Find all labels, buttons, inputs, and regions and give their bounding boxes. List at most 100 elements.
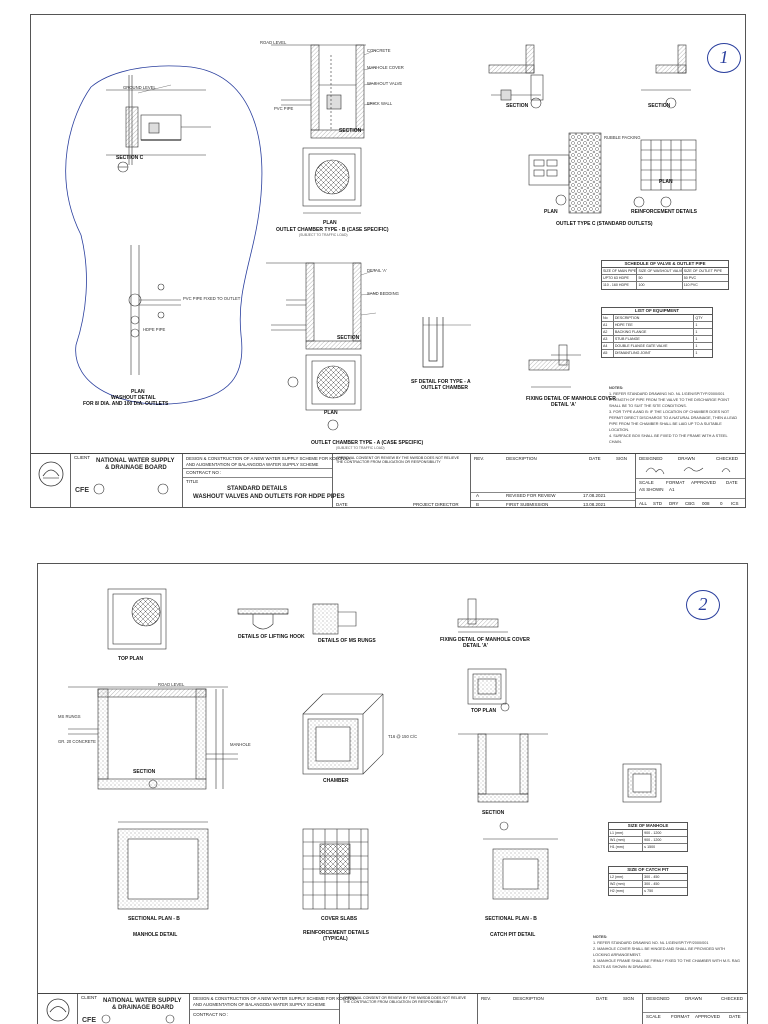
table-row: W2 (mm) 300 - 450 bbox=[609, 881, 687, 888]
table-cell: H2 (mm) bbox=[609, 888, 644, 895]
table-row: A4 DOUBLE FLANGE GATE VALVE 1 bbox=[602, 343, 712, 350]
fixing-detail bbox=[528, 344, 581, 388]
view-subtitle: (SUBJECT TO TRAFFIC LOAD) bbox=[299, 233, 348, 237]
view-title: OUTLET TYPE C (STANDARD OUTLETS) bbox=[556, 221, 653, 227]
notes: NOTES: 1. REFER STANDARD DRAWING NO. NL … bbox=[609, 385, 739, 445]
view-title: TOP PLAN bbox=[118, 656, 144, 662]
view-title: PLAN bbox=[131, 389, 145, 395]
callout-label: MS RUNGS bbox=[58, 714, 81, 719]
table-row: L1 (mm) 900 - 1200 bbox=[609, 830, 687, 837]
sheet-1-drawing bbox=[65, 44, 697, 431]
ms-rungs-detail bbox=[312, 603, 357, 635]
sheet-number-badge: 2 bbox=[686, 590, 720, 620]
callout-label: T16 @ 150 C/C bbox=[388, 734, 418, 739]
view-title: COVER SLABS bbox=[321, 916, 358, 922]
drawing-title: STANDARD DETAILS bbox=[227, 486, 288, 492]
callout-label: RUBBLE PACKING bbox=[604, 135, 641, 140]
rev-b: B bbox=[476, 502, 480, 507]
checked-label: CHECKED bbox=[721, 996, 744, 1001]
approval-note: APPROVAL CONSENT OR REVIEW BY THE NWSDB … bbox=[343, 996, 467, 1005]
code-cell: 0 bbox=[720, 501, 723, 506]
scale-label: SCALE bbox=[646, 1014, 661, 1019]
callout-label: BRICK WALL bbox=[367, 101, 393, 106]
table-cell: 300 - 450 bbox=[644, 875, 660, 879]
drawing-title-2: WASHOUT VALVES AND OUTLETS FOR HDPE PIPE… bbox=[193, 494, 345, 500]
view-subtitle: OUTLET CHAMBER bbox=[421, 385, 468, 391]
view-title: SECTION bbox=[133, 769, 156, 775]
table-cell: A5 bbox=[602, 350, 614, 357]
sheet-number-badge: 1 bbox=[707, 43, 741, 73]
table-title: LIST OF EQUIPMENT bbox=[602, 308, 712, 315]
revision-cell: REV. DESCRIPTION DATE SIGN A REVISED FOR… bbox=[471, 454, 636, 507]
client-cell: CLIENT NATIONAL WATER SUPPLY & DRAINAGE … bbox=[71, 454, 183, 507]
table-row: UPTO 63 HDPE 50 50 PVC bbox=[602, 275, 728, 282]
callout-label: GR. 20 CONCRETE bbox=[58, 739, 96, 744]
manhole-top-plan bbox=[107, 588, 167, 650]
callout-label: PVC PIPE bbox=[274, 106, 294, 111]
code-cell: CBG bbox=[685, 501, 695, 506]
equipment-table: LIST OF EQUIPMENT No DESCRIPTION QTY A1 … bbox=[601, 307, 713, 358]
svg-text:CFE: CFE bbox=[82, 1017, 96, 1024]
rev-a: A bbox=[476, 493, 480, 498]
table-row: L2 (mm) 300 - 450 bbox=[609, 874, 687, 881]
table-row: A2 BACKING FLANGE 1 bbox=[602, 329, 712, 336]
fixing-detail-2 bbox=[457, 598, 508, 633]
scale-label: SCALE bbox=[639, 480, 654, 485]
table-cell: 50 bbox=[637, 275, 683, 281]
catchpit-top-plan bbox=[467, 668, 507, 705]
view-title: PLAN bbox=[659, 179, 673, 185]
callout-label: ROAD LEVEL bbox=[260, 40, 287, 45]
catchpit-size-table: SIZE OF CATCH PIT L2 (mm) 300 - 450 W2 (… bbox=[608, 866, 688, 896]
drawing-sheet-2: 2 TOP PLAN DETAILS OF LIFTING HOOK DETAI… bbox=[37, 563, 748, 1024]
description-label: DESCRIPTION bbox=[513, 996, 544, 1001]
table-header: QTY bbox=[695, 316, 703, 320]
table-cell: 110 PVC bbox=[683, 283, 698, 287]
code-cell: ICS bbox=[731, 501, 739, 506]
rev-a-desc: REVISED FOR REVIEW bbox=[506, 493, 556, 498]
table-cell: 50 PVC bbox=[683, 276, 697, 280]
project-cell: DESIGN & CONSTRUCTION OF A NEW WATER SUP… bbox=[183, 454, 350, 507]
table-row: 110 - 160 HDPE 100 110 PVC bbox=[602, 282, 728, 289]
leader-lines bbox=[137, 49, 377, 316]
table-cell: 110 - 160 HDPE bbox=[602, 282, 638, 289]
reinforcement-plan bbox=[633, 139, 697, 208]
code-cell: DRY bbox=[669, 501, 679, 506]
drawn-label: DRAWN bbox=[685, 996, 702, 1001]
nwsdb-logo-icon bbox=[46, 998, 70, 1022]
table-header: SIZE OF MAIN PIPE bbox=[603, 268, 638, 274]
table-cell: 100 bbox=[637, 282, 683, 289]
view-title: WASHOUT DETAIL bbox=[111, 395, 156, 401]
table-header: No bbox=[602, 315, 614, 321]
view-title: CATCH PIT DETAIL bbox=[490, 932, 536, 938]
sign-label: SIGN bbox=[616, 456, 628, 461]
approval-cell: APPROVAL CONSENT OR REVIEW BY THE NWSDB … bbox=[340, 994, 478, 1024]
note-item: 2. MANHOLE COVER SHALL BE HINGED AND SHA… bbox=[593, 947, 726, 957]
callout-label: GROUND LEVEL bbox=[123, 85, 156, 90]
callout-label: HDPE PIPE bbox=[143, 327, 166, 332]
table-cell: L2 (mm) bbox=[609, 874, 644, 880]
rev-b-desc: FIRST SUBMISSION bbox=[506, 502, 549, 507]
table-cell: DISMANTLING JOINT bbox=[614, 350, 695, 357]
chamber-detail bbox=[302, 693, 384, 775]
client-cell: CLIENT NATIONAL WATER SUPPLY & DRAINAGE … bbox=[78, 994, 190, 1024]
designed-label: DESIGNED bbox=[646, 996, 670, 1001]
project-cell: DESIGN & CONSTRUCTION OF A NEW WATER SUP… bbox=[190, 994, 357, 1024]
table-row: A3 STUB FLANGE 1 bbox=[602, 336, 712, 343]
table-header: SIZE OF WASHOUT VALVE bbox=[638, 268, 683, 274]
signatures-icon bbox=[645, 467, 731, 475]
table-cell: ≤ 1500 bbox=[644, 845, 656, 849]
callout-label: MANHOLE bbox=[230, 742, 251, 747]
table-row: W1 (mm) 900 - 1200 bbox=[609, 837, 687, 844]
lifting-hook-detail bbox=[237, 608, 289, 630]
notes-title: NOTES: bbox=[609, 386, 624, 390]
project-name-2: AND AUGMENTATION OF BALANGODA WATER SUPP… bbox=[186, 462, 319, 467]
rev-a-date: 17.08.2021 bbox=[583, 493, 606, 498]
sheet-2-drawing bbox=[68, 588, 662, 910]
project-name: DESIGN & CONSTRUCTION OF A NEW WATER SUP… bbox=[186, 456, 351, 461]
outlet-type-b-plan bbox=[302, 147, 362, 214]
view-title: SECTIONAL PLAN - B bbox=[485, 916, 537, 922]
rev-label: REV. bbox=[481, 996, 492, 1001]
date2-label: DATE bbox=[726, 480, 738, 485]
view-title: FIXING DETAIL OF MANHOLE COVER bbox=[526, 396, 616, 402]
section-c-symbol bbox=[117, 161, 129, 173]
